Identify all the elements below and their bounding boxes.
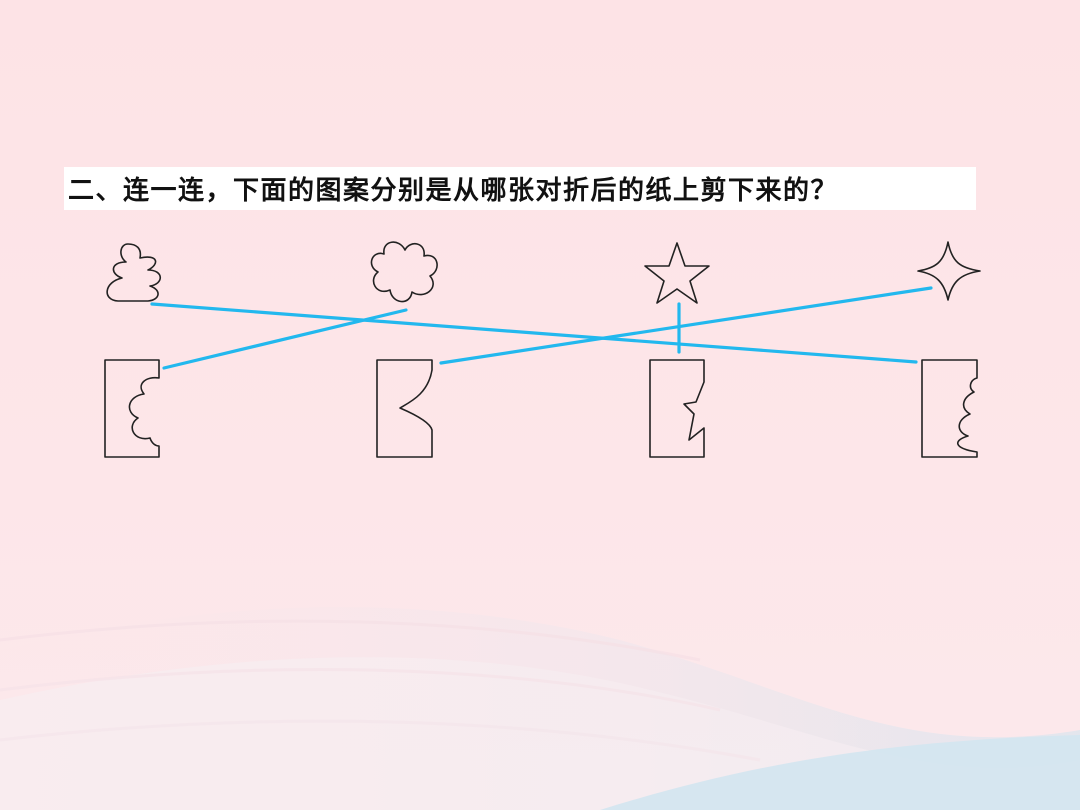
question-text: 二、连一连，下面的图案分别是从哪张对折后的纸上剪下来的？ — [68, 176, 839, 206]
folded-paper-curve-cut — [376, 359, 433, 458]
flower-pattern-icon — [370, 241, 438, 303]
folded-paper-star-cut — [649, 359, 705, 458]
gourd-pattern-icon — [106, 243, 162, 302]
connector-line-flower — [162, 308, 408, 370]
four-point-star-pattern-icon — [917, 241, 981, 301]
star-pattern-icon — [644, 242, 710, 304]
folded-paper-flower-cut — [104, 359, 160, 458]
question-banner: 二、连一连，下面的图案分别是从哪张对折后的纸上剪下来的？ — [64, 167, 976, 210]
connector-line-four-point-star — [439, 286, 933, 365]
connector-line-gourd — [150, 302, 918, 364]
folded-paper-gourd-cut — [921, 359, 978, 458]
